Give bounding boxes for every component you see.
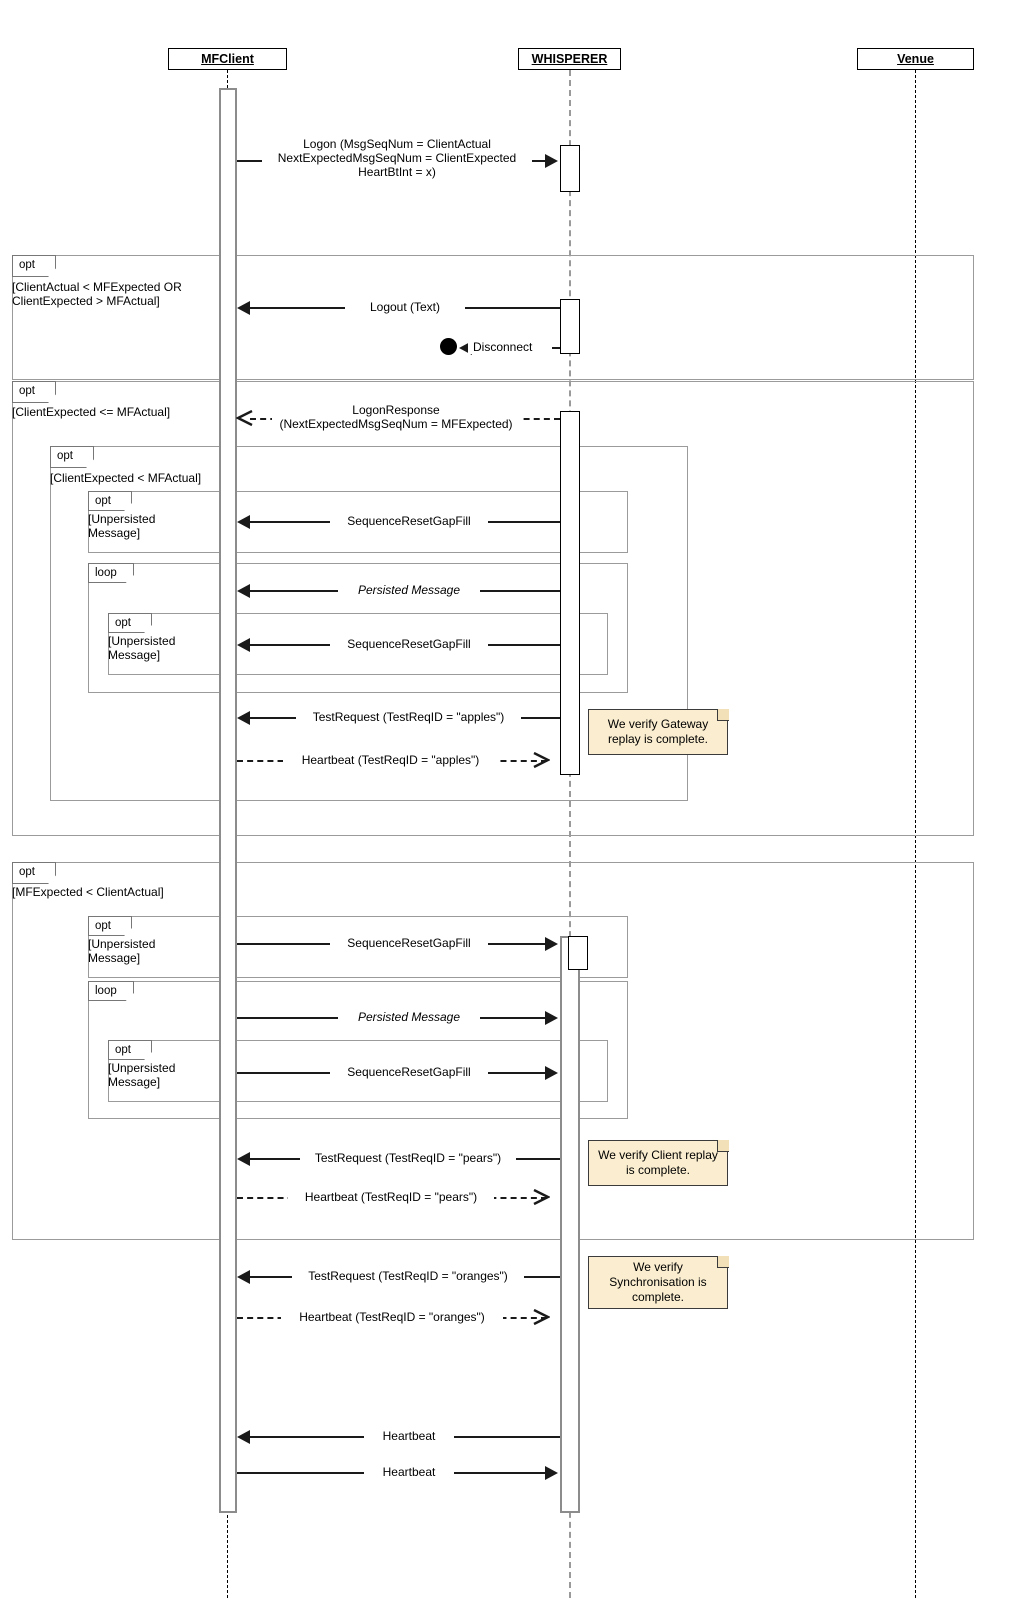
note-gateway-replay-fold [717,709,729,721]
fragment-opt-3-label: opt [12,862,56,884]
fragment-opt-3b1-label: opt [108,1040,152,1060]
message-m10-arrowhead [545,937,558,951]
message-m16-label: Heartbeat (TestReqID = "oranges") [281,1310,503,1324]
note-client-replay-text: We verify Client replay is complete. [598,1148,718,1177]
fragment-opt-3a [88,916,628,978]
fragment-opt-3b1 [108,1040,608,1102]
fragment-opt-3 [12,862,974,1240]
message-m11-label: Persisted Message [338,1010,480,1024]
message-m17-arrowhead [237,1430,250,1444]
message-m5-arrowhead [237,515,250,529]
message-m10-label: SequenceResetGapFill [330,936,488,950]
note-client-replay-fold [717,1140,729,1152]
participant-mfclient[interactable]: MFClient [168,48,287,70]
message-m12-arrowhead [545,1066,558,1080]
lifeline-venue [915,70,916,1598]
message-m7-label: SequenceResetGapFill [330,637,488,651]
message-m1-label: Logon (MsgSeqNum = ClientActual NextExpe… [262,137,532,179]
fragment-opt-2-guard: [ClientExpected <= MFActual] [12,405,171,419]
message-m13-arrowhead [237,1152,250,1166]
fragment-opt-2a1-label: opt [88,491,132,511]
message-m3-label: Disconnect [468,340,552,354]
message-m2-arrowhead [237,301,250,315]
message-m14-arrowhead [533,1189,550,1206]
lifeline-whisperer [569,70,571,1598]
fragment-loop-2a2-label: loop [88,563,134,583]
message-m17-label: Heartbeat [364,1429,454,1443]
message-m9-label: Heartbeat (TestReqID = "apples") [283,753,498,767]
note-client-replay: We verify Client replay is complete. [588,1140,728,1186]
message-m2-label: Logout (Text) [345,300,465,314]
activation-whisperer-replay [560,411,580,775]
participant-venue-label: Venue [897,52,934,66]
message-m18-arrowhead [545,1466,558,1480]
fragment-opt-2a1 [88,491,628,553]
message-m12-label: SequenceResetGapFill [330,1065,488,1079]
activation-whisperer-gapfill-inner [568,936,588,970]
note-synchronisation-fold [717,1256,729,1268]
fragment-opt-3-guard: [MFExpected < ClientActual] [12,885,164,899]
fragment-opt-2a-label: opt [50,446,94,468]
message-m14-label: Heartbeat (TestReqID = "pears") [288,1190,494,1204]
fragment-opt-2 [12,381,974,836]
participant-whisperer[interactable]: WHISPERER [518,48,621,70]
message-m18-label: Heartbeat [364,1465,454,1479]
fragment-opt-3b1-guard: [Unpersisted Message] [108,1061,176,1089]
fragment-opt-3a-label: opt [88,916,132,936]
message-m1-arrowhead [545,154,558,168]
fragment-opt-1-label: opt [12,255,56,277]
message-m4-arrowhead [236,410,253,427]
message-m6-arrowhead [237,584,250,598]
fragment-loop-2a2 [88,563,628,693]
message-m16-arrowhead [533,1309,550,1326]
message-m13-label: TestRequest (TestReqID = "pears") [300,1151,516,1165]
message-m15-label: TestRequest (TestReqID = "oranges") [292,1269,524,1283]
fragment-loop-3b [88,981,628,1119]
activation-whisperer-clientreplay [560,936,580,1513]
message-m8-label: TestRequest (TestReqID = "apples") [296,710,521,724]
fragment-opt-2a-guard: [ClientExpected < MFActual] [50,471,202,485]
message-m3-terminus-dot [440,338,457,355]
note-gateway-replay: We verify Gateway replay is complete. [588,709,728,755]
fragment-opt-2-label: opt [12,381,56,403]
message-m8-arrowhead [237,711,250,725]
note-synchronisation: We verify Synchronisation is complete. [588,1256,728,1309]
message-m4-label: LogonResponse (NextExpectedMsgSeqNum = M… [272,403,520,431]
activation-whisperer-logout [560,299,580,354]
message-m15-arrowhead [237,1270,250,1284]
fragment-opt-2a2a-label: opt [108,613,152,633]
participant-whisperer-label: WHISPERER [531,52,608,66]
fragment-opt-1-guard: [ClientActual < MFExpected OR ClientExpe… [12,280,182,308]
participant-mfclient-label: MFClient [201,52,254,66]
message-m7-arrowhead [237,638,250,652]
message-m11-arrowhead [545,1011,558,1025]
fragment-opt-3a-guard: [Unpersisted Message] [88,937,156,965]
note-gateway-replay-text: We verify Gateway replay is complete. [607,717,709,746]
fragment-opt-2a2a-guard: [Unpersisted Message] [108,634,176,662]
message-m6-label: Persisted Message [338,583,480,597]
message-m5-label: SequenceResetGapFill [330,514,488,528]
fragment-opt-2a1-guard: [Unpersisted Message] [88,512,156,540]
activation-mfclient-main [219,88,237,1513]
message-m9-arrowhead [533,752,550,769]
note-synchronisation-text: We verify Synchronisation is complete. [609,1260,707,1304]
fragment-loop-3b-label: loop [88,981,134,1001]
activation-whisperer-logon [560,145,580,192]
fragment-opt-1 [12,255,974,380]
participant-venue[interactable]: Venue [857,48,974,70]
fragment-opt-2a [50,446,688,801]
fragment-opt-2a2a [108,613,608,675]
